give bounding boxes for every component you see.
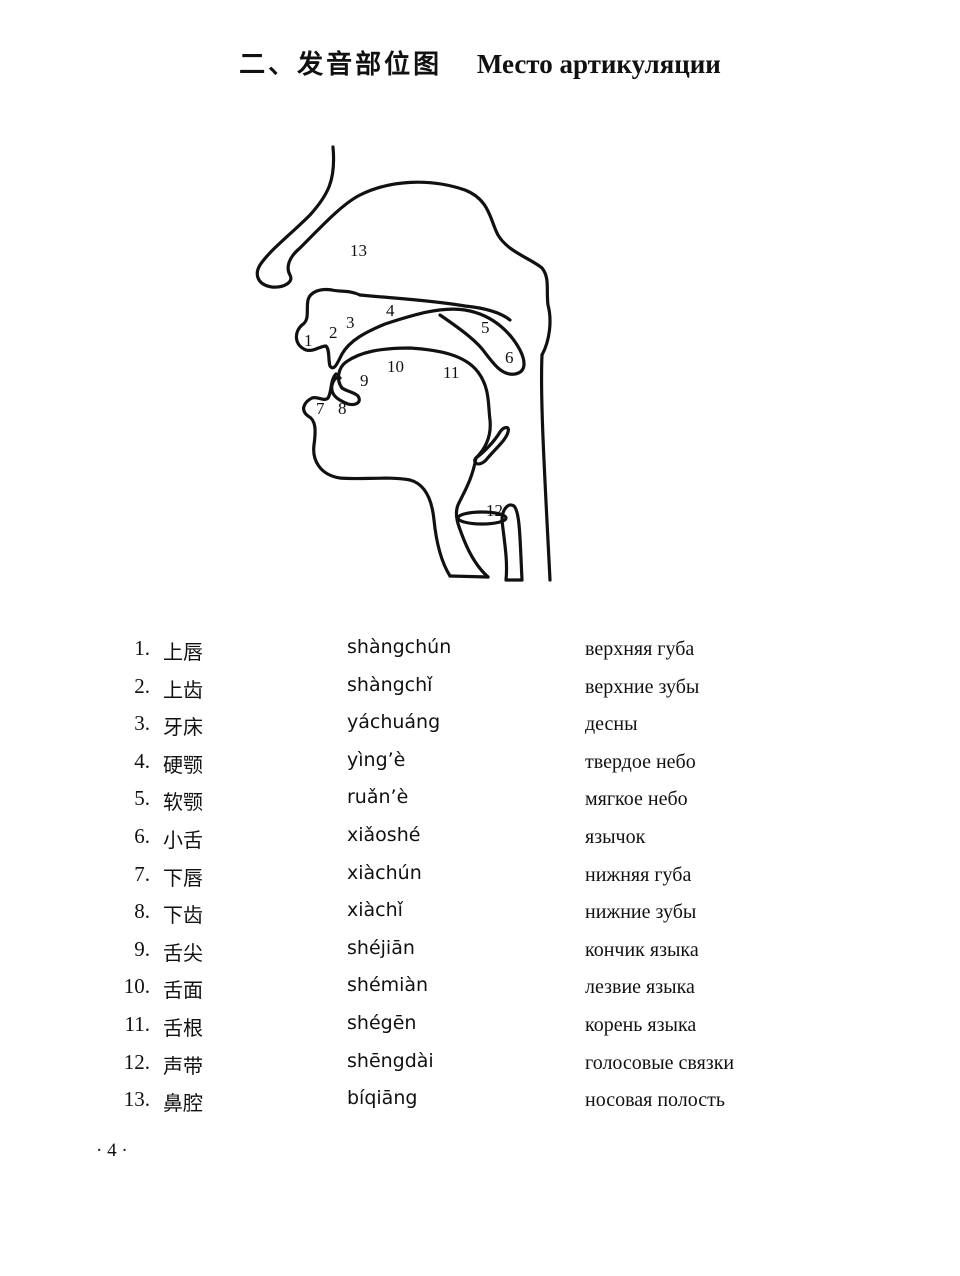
term-russian: нижние зубы (585, 901, 697, 924)
term-pinyin: bíqiāng (347, 1087, 418, 1110)
term-index: 4. (134, 748, 150, 773)
term-russian: десны (585, 713, 638, 736)
term-index: 2. (134, 673, 150, 698)
term-pinyin: shémiàn (347, 974, 429, 997)
label-2: 2 (329, 323, 338, 342)
term-hanzi: 舌尖 (163, 940, 203, 965)
title-russian: Место артикуляции (476, 49, 721, 79)
term-hanzi: 软颚 (163, 790, 203, 815)
term-hanzi: 声带 (163, 1053, 203, 1078)
title-chinese: 二、发音部位图 (239, 50, 443, 80)
term-hanzi: 小舌 (163, 828, 203, 852)
term-pinyin: xiàchún (347, 861, 422, 884)
term-row: 7. 下唇 xiàchún нижняя губа (0, 858, 960, 896)
term-russian: лезвие языка (585, 976, 695, 999)
term-index: 13. (123, 1087, 150, 1112)
term-row: 4. 硬颚 yìng’è твердое небо (0, 745, 960, 783)
term-row: 1. 上唇 shàngchún верхняя губа (0, 632, 960, 670)
term-row: 5. 软颚 ruǎn’è мягкое небо (0, 782, 960, 820)
term-russian: язычок (585, 826, 646, 848)
term-pinyin: shàngchǐ (347, 673, 433, 696)
term-index: 10. (123, 974, 150, 999)
label-12: 12 (486, 501, 503, 520)
term-row: 6. 小舌 xiǎoshé язычок (0, 820, 960, 858)
label-3: 3 (346, 313, 355, 332)
label-5: 5 (481, 318, 490, 337)
label-11: 11 (443, 363, 459, 382)
term-pinyin: shégēn (347, 1012, 417, 1034)
label-8: 8 (338, 399, 347, 418)
diagram-number-labels: 13 1 2 3 4 5 6 7 8 9 10 11 12 (304, 241, 514, 520)
term-pinyin: shàngchún (347, 636, 452, 658)
page-number: · 4 · (96, 1140, 128, 1161)
term-russian: носовая полость (585, 1089, 725, 1112)
term-hanzi: 上唇 (163, 640, 203, 664)
term-pinyin: shēngdài (347, 1049, 434, 1072)
term-hanzi: 下齿 (163, 903, 203, 928)
page-title: 二、发音部位图 Место артикуляции (0, 44, 960, 81)
term-row: 2. 上齿 shàngchǐ верхние зубы (0, 670, 960, 708)
term-hanzi: 下唇 (163, 865, 203, 890)
term-index: 11. (124, 1012, 150, 1036)
term-row: 3. 牙床 yáchuáng десны (0, 707, 960, 745)
term-russian: твердое небо (585, 750, 696, 773)
term-russian: мягкое небо (585, 788, 688, 811)
term-row: 12. 声带 shēngdài голосовые связки (0, 1046, 960, 1084)
term-row: 8. 下齿 xiàchǐ нижние зубы (0, 895, 960, 933)
term-hanzi: 上齿 (163, 677, 203, 702)
term-hanzi: 牙床 (163, 715, 203, 740)
term-russian: нижняя губа (585, 863, 692, 886)
term-hanzi: 硬颚 (163, 752, 203, 777)
label-10: 10 (387, 357, 404, 376)
term-hanzi: 舌根 (163, 1016, 203, 1040)
term-row: 10. 舌面 shémiàn лезвие языка (0, 970, 960, 1008)
term-pinyin: ruǎn’è (347, 786, 409, 809)
term-index: 7. (134, 861, 150, 886)
label-13: 13 (350, 241, 367, 260)
term-index: 12. (123, 1049, 150, 1074)
term-russian: корень языка (585, 1014, 697, 1036)
label-4: 4 (386, 301, 395, 320)
term-russian: верхняя губа (585, 638, 695, 660)
term-row: 13. 鼻腔 bíqiāng носовая полость (0, 1083, 960, 1121)
term-index: 8. (134, 899, 150, 924)
term-pinyin: xiǎoshé (347, 824, 421, 846)
term-row: 9. 舌尖 shéjiān кончик языка (0, 933, 960, 971)
label-7: 7 (316, 399, 325, 418)
term-pinyin: xiàchǐ (347, 899, 403, 922)
term-pinyin: shéjiān (347, 936, 415, 959)
term-pinyin: yáchuáng (347, 711, 441, 734)
term-index: 1. (134, 636, 150, 660)
term-hanzi: 鼻腔 (163, 1091, 203, 1116)
term-index: 3. (134, 711, 150, 736)
term-index: 9. (134, 936, 150, 961)
vocal-tract-illustration: 13 1 2 3 4 5 6 7 8 9 10 11 12 (255, 145, 552, 582)
label-1: 1 (304, 331, 313, 350)
articulation-diagram: 13 1 2 3 4 5 6 7 8 9 10 11 12 (250, 140, 570, 590)
term-russian: верхние зубы (585, 675, 700, 698)
term-hanzi: 舌面 (163, 978, 203, 1003)
term-pinyin: yìng’è (347, 748, 406, 771)
term-russian: голосовые связки (585, 1051, 735, 1074)
term-index: 5. (134, 786, 150, 811)
term-russian: кончик языка (585, 938, 699, 961)
label-9: 9 (360, 371, 369, 390)
term-row: 11. 舌根 shégēn корень языка (0, 1008, 960, 1046)
term-index: 6. (134, 824, 150, 848)
label-6: 6 (505, 348, 514, 367)
